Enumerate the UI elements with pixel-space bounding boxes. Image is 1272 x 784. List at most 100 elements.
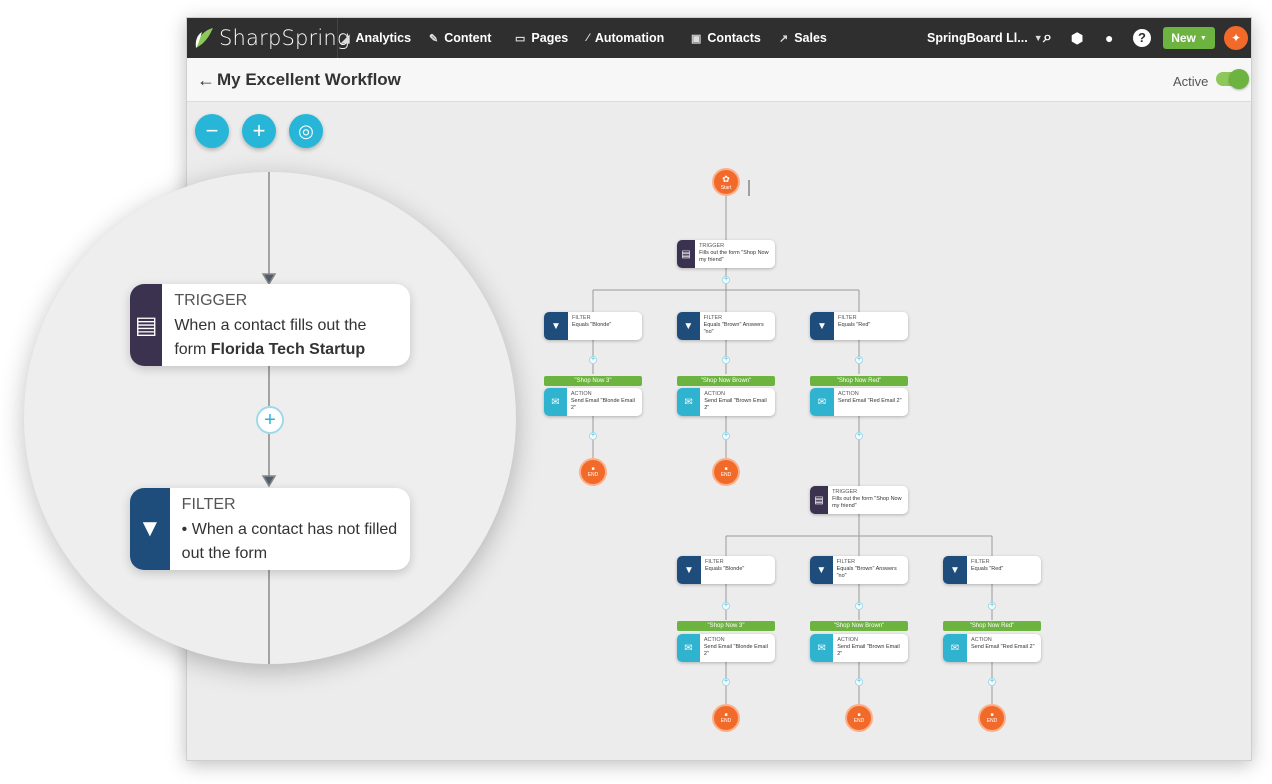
- add-step-button[interactable]: +: [855, 432, 863, 440]
- add-step-button[interactable]: +: [855, 602, 863, 610]
- start-label: Start: [720, 184, 732, 191]
- node-text: Send Email "Red Email 2": [971, 644, 1035, 650]
- add-step-button[interactable]: +: [589, 432, 597, 440]
- help-icon[interactable]: ?: [1133, 18, 1151, 58]
- node-heading: ACTION: [971, 637, 992, 643]
- funnel-icon: ▼: [677, 556, 701, 584]
- active-toggle[interactable]: [1216, 69, 1249, 89]
- add-step-button[interactable]: +: [855, 356, 863, 364]
- end-node[interactable]: ■END: [579, 458, 607, 486]
- branch-tag[interactable]: "Shop Now 3": [677, 621, 775, 631]
- node-heading: TRIGGER: [699, 243, 725, 249]
- account-name: SpringBoard Ll...: [927, 31, 1028, 45]
- account-dropdown[interactable]: SpringBoard Ll...▼: [927, 18, 1043, 58]
- zoom-in-button[interactable]: +: [242, 114, 276, 148]
- nav-label: Content: [444, 31, 492, 45]
- node-heading: FILTER: [703, 315, 723, 321]
- funnel-icon: ▼: [544, 312, 568, 340]
- clipboard-icon: ▤: [130, 284, 163, 366]
- active-label: Active: [1173, 74, 1209, 89]
- zoomed-filter-card[interactable]: ▼ FILTER • When a contact has not filled…: [130, 488, 410, 570]
- node-heading: ACTION: [570, 391, 592, 397]
- add-step-button[interactable]: +: [988, 602, 996, 610]
- leaf-icon: [195, 28, 213, 48]
- branch-tag[interactable]: "Shop Now 3": [544, 376, 642, 386]
- node-heading: ACTION: [837, 637, 858, 643]
- target-icon: ◎: [298, 120, 314, 141]
- brand-name: SharpSpring: [219, 26, 350, 50]
- node-text: Fills out the form "Shop Now my friend": [699, 250, 769, 263]
- nav-sales[interactable]: ↗Sales: [779, 18, 827, 58]
- zoomed-add-step-button[interactable]: +: [256, 406, 284, 434]
- back-arrow-icon[interactable]: ←: [197, 70, 215, 90]
- end-node[interactable]: ■END: [978, 704, 1006, 732]
- new-button[interactable]: New▼: [1163, 27, 1215, 49]
- node-text: Send Email "Brown Email 2": [837, 644, 900, 657]
- end-node[interactable]: ■END: [845, 704, 873, 732]
- add-step-button[interactable]: +: [722, 356, 730, 364]
- caret-down-icon: ▼: [1199, 34, 1207, 42]
- node-text: Equals "Brown" Answers "no": [836, 566, 897, 579]
- add-step-button[interactable]: +: [722, 678, 730, 686]
- nav-label: Analytics: [355, 31, 412, 45]
- node-heading: ACTION: [704, 391, 725, 397]
- add-step-button[interactable]: +: [722, 276, 730, 284]
- minus-icon: −: [205, 118, 219, 143]
- start-node[interactable]: ✿Start: [712, 168, 740, 196]
- nav-automation[interactable]: ⁄Automation: [587, 18, 664, 58]
- zoomed-trigger-form: Florida Tech Startup: [210, 341, 366, 358]
- branch-tag[interactable]: "Shop Now Red": [810, 376, 908, 386]
- recenter-button[interactable]: ◎: [289, 114, 323, 148]
- end-node[interactable]: ■END: [712, 458, 740, 486]
- node-heading: FILTER: [836, 559, 856, 565]
- add-step-button[interactable]: +: [722, 602, 730, 610]
- stop-icon: ■: [990, 712, 994, 718]
- add-step-button[interactable]: +: [722, 432, 730, 440]
- zoomed-trigger-card[interactable]: ▤ TRIGGER When a contact fills out the f…: [130, 284, 410, 366]
- clipboard-icon: ▤: [810, 486, 829, 514]
- pin-icon[interactable]: ✦: [1224, 26, 1248, 50]
- nav-contacts[interactable]: ▣Contacts: [691, 18, 761, 58]
- add-step-button[interactable]: +: [988, 678, 996, 686]
- end-node[interactable]: ■END: [712, 704, 740, 732]
- tag-icon[interactable]: ⬢: [1071, 29, 1084, 46]
- zoom-out-button[interactable]: −: [195, 114, 229, 148]
- envelope-icon: ✉: [544, 388, 567, 416]
- user-icon[interactable]: ●: [1105, 30, 1114, 46]
- workflow-header: ← My Excellent Workflow Active: [187, 58, 1251, 102]
- search-icon[interactable]: ⌕: [1043, 29, 1052, 46]
- envelope-icon: ✉: [943, 634, 967, 662]
- wand-icon: ⁄: [587, 32, 589, 44]
- add-step-button[interactable]: +: [855, 678, 863, 686]
- nav-pages[interactable]: ▭Pages: [515, 18, 568, 58]
- node-text: Equals "Blonde": [572, 322, 612, 328]
- stop-icon: ■: [724, 712, 728, 718]
- funnel-icon: ▼: [130, 488, 170, 570]
- zoom-lens: ▤ TRIGGER When a contact fills out the f…: [24, 172, 516, 664]
- nav-content[interactable]: ✎Content: [429, 18, 491, 58]
- branch-tag[interactable]: "Shop Now Brown": [810, 621, 908, 631]
- branch-tag[interactable]: "Shop Now Brown": [677, 376, 775, 386]
- envelope-icon: ✉: [677, 634, 700, 662]
- sharpspring-logo[interactable]: SharpSpring: [193, 23, 350, 53]
- nav-analytics[interactable]: ◢Analytics: [341, 18, 411, 58]
- add-step-button[interactable]: +: [589, 356, 597, 364]
- node-text: Fills out the form "Shop Now my friend": [832, 496, 902, 509]
- branch-tag[interactable]: "Shop Now Red": [943, 621, 1041, 631]
- node-text: Equals "Red": [838, 322, 871, 328]
- envelope-icon: ✉: [810, 634, 834, 662]
